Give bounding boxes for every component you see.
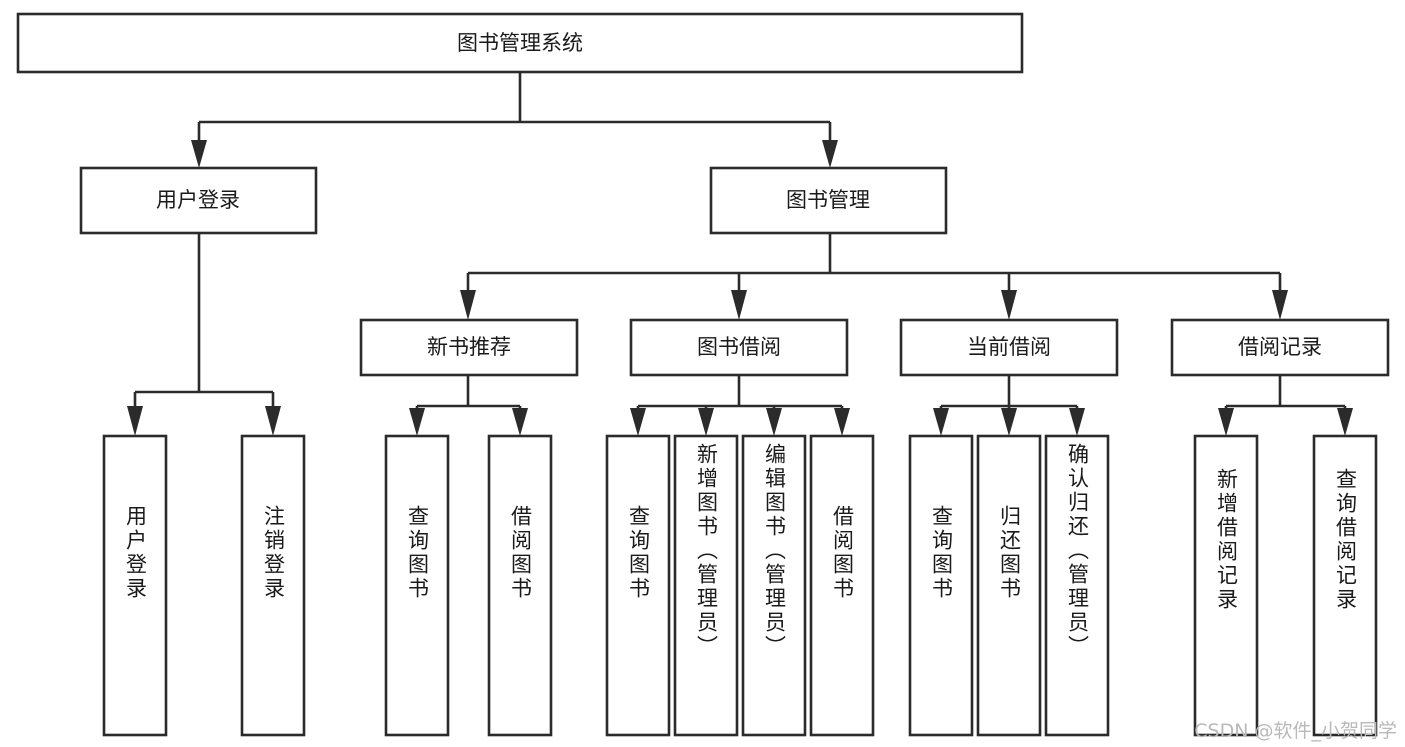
arrowhead-br-leaf2	[1337, 408, 1353, 436]
node-book-borrow-label: 图书借阅	[697, 335, 781, 359]
leaf-box-cb-return-book[interactable]	[976, 434, 1042, 737]
arrowhead-nb-leaf2	[512, 408, 528, 436]
leaf-group-borrow-record	[1193, 434, 1378, 737]
node-new-book-recommend-box[interactable]	[359, 318, 579, 377]
arrowhead-nb-leaf1	[409, 408, 425, 436]
connector-group-root	[191, 72, 838, 168]
leaf-box-nb-query-book[interactable]	[384, 434, 450, 737]
leaf-group-user-login	[102, 434, 306, 737]
node-new-book-recommend-label: 新书推荐	[427, 335, 511, 359]
leaf-box-bb-query-book[interactable]	[605, 434, 671, 737]
connector-group-currentborrow	[933, 375, 1085, 436]
connector-group-newbook	[409, 375, 528, 436]
node-root-label: 图书管理系统	[457, 31, 583, 55]
arrowhead-bb-leaf2	[698, 408, 714, 436]
arrowhead-cb-leaf1	[933, 408, 949, 436]
node-user-login-box[interactable]	[79, 166, 318, 235]
arrowhead-new-book	[460, 290, 476, 320]
leaf-box-user-login[interactable]	[102, 434, 168, 737]
node-current-borrow-box[interactable]	[899, 318, 1119, 377]
node-new-book-recommend[interactable]: 新书推荐	[359, 318, 579, 377]
node-root-box[interactable]	[16, 12, 1024, 74]
leaf-box-bb-edit-book[interactable]	[741, 434, 807, 737]
leaf-group-current-borrow	[908, 434, 1110, 737]
leaf-group-new-book-recommend	[384, 434, 553, 737]
arrowhead-book-borrow	[731, 290, 747, 320]
node-book-borrow[interactable]: 图书借阅	[629, 318, 849, 377]
node-current-borrow-label: 当前借阅	[967, 335, 1051, 359]
arrowhead-br-leaf1	[1218, 408, 1234, 436]
arrowhead-current-borrow	[1001, 290, 1017, 320]
arrowhead-bookmgmt	[822, 140, 838, 168]
node-book-borrow-box[interactable]	[629, 318, 849, 377]
arrowhead-bb-leaf3	[766, 408, 782, 436]
leaf-box-nb-borrow-book[interactable]	[487, 434, 553, 737]
leaf-box-bb-borrow-book[interactable]	[809, 434, 875, 737]
node-book-management-box[interactable]	[709, 166, 948, 235]
csdn-watermark: CSDN @软件_小贺同学	[1194, 720, 1397, 742]
node-borrow-record-label: 借阅记录	[1238, 335, 1322, 359]
leaf-box-logout[interactable]	[240, 434, 306, 737]
arrowhead-borrow-record	[1272, 290, 1288, 320]
node-book-management-label: 图书管理	[786, 188, 870, 212]
arrowhead-userlogin	[191, 140, 207, 168]
connector-group-userlogin	[127, 233, 281, 436]
leaf-box-cb-confirm-return[interactable]	[1044, 434, 1110, 737]
leaf-box-cb-query-book[interactable]	[908, 434, 974, 737]
node-current-borrow[interactable]: 当前借阅	[899, 318, 1119, 377]
arrowhead-user-login-leaf	[127, 406, 143, 436]
leaf-box-br-query-record[interactable]	[1312, 434, 1378, 737]
node-borrow-record[interactable]: 借阅记录	[1170, 318, 1390, 377]
leaf-box-br-add-record[interactable]	[1193, 434, 1259, 737]
node-user-login-label: 用户登录	[156, 188, 240, 212]
leaf-group-book-borrow	[605, 434, 875, 737]
arrowhead-cb-leaf3	[1069, 408, 1085, 436]
node-book-management[interactable]: 图书管理	[709, 166, 948, 235]
node-user-login[interactable]: 用户登录	[79, 166, 318, 235]
arrowhead-bb-leaf1	[630, 408, 646, 436]
node-borrow-record-box[interactable]	[1170, 318, 1390, 377]
connector-group-bookmgmt	[460, 233, 1288, 320]
connector-group-bookborrow	[630, 375, 850, 436]
arrowhead-cb-leaf2	[1001, 408, 1017, 436]
leaf-box-bb-add-book[interactable]	[673, 434, 739, 737]
connector-group-borrowrecord	[1218, 375, 1353, 436]
node-root[interactable]: 图书管理系统	[16, 12, 1024, 74]
arrowhead-bb-leaf4	[834, 408, 850, 436]
arrowhead-logout-leaf	[265, 406, 281, 436]
